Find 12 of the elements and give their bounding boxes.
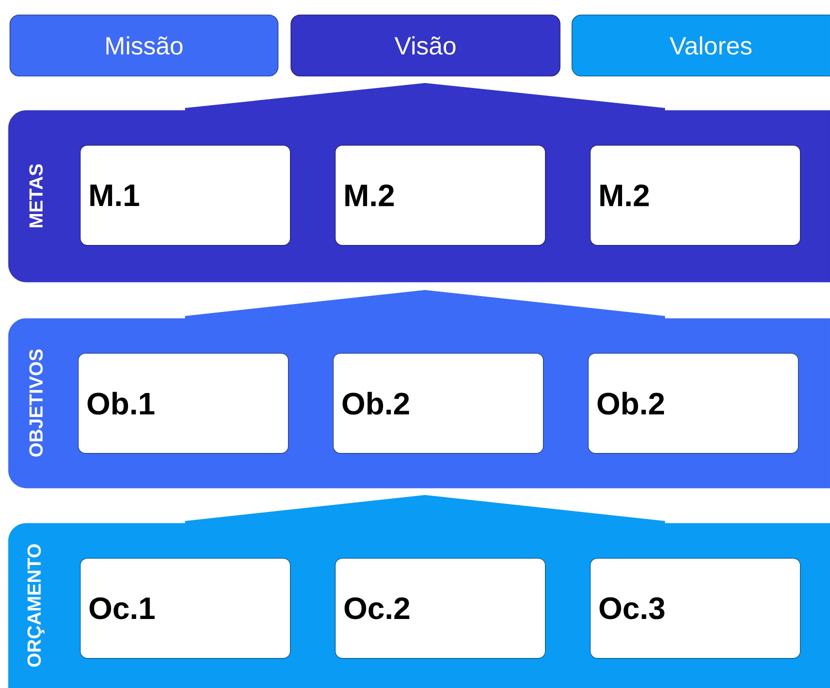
item-box: Oc.1 [80,558,291,659]
item-box: M.2 [590,144,801,246]
item-box: M.1 [80,144,291,246]
header-button: Missão [10,14,278,76]
header-button: Valores [572,14,830,76]
item-box: Oc.3 [590,558,801,659]
item-box: M.2 [335,144,546,246]
item-box: Ob.2 [333,353,544,454]
item-box: Ob.2 [588,353,799,454]
item-box: Oc.2 [335,558,546,659]
header-button: Visão [290,14,560,76]
item-box: Ob.1 [78,353,289,454]
